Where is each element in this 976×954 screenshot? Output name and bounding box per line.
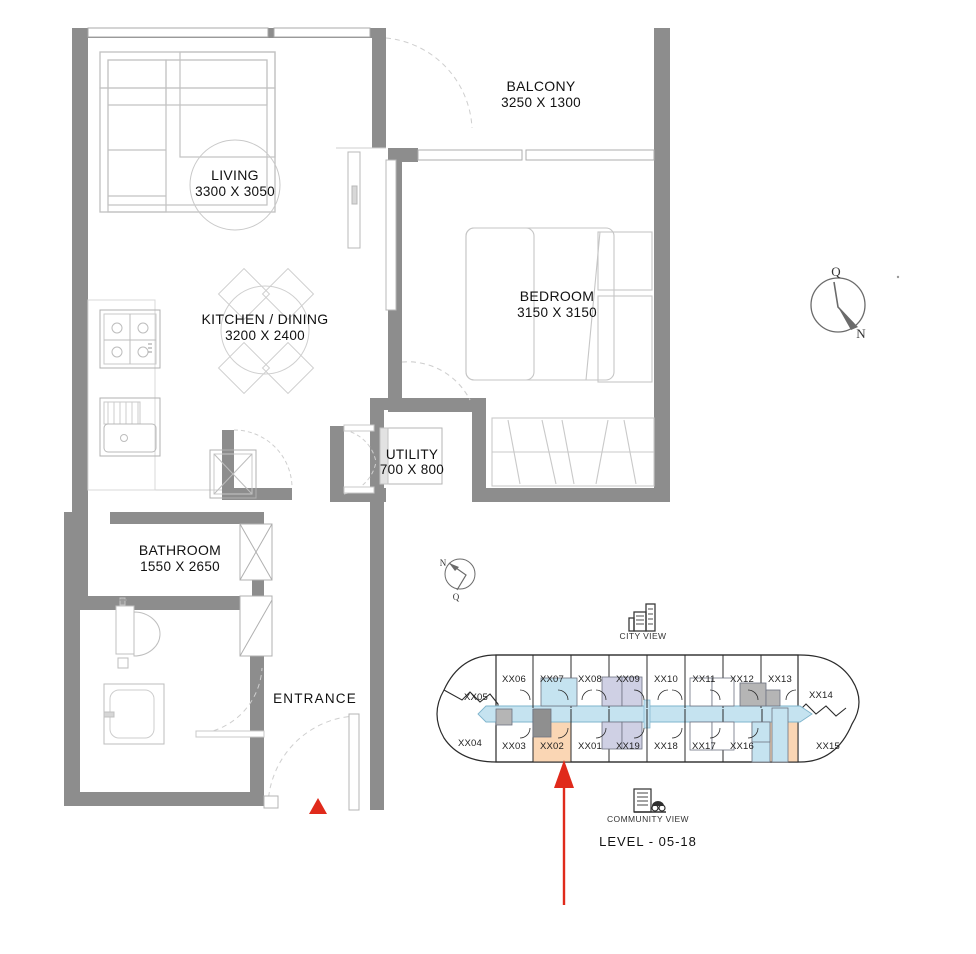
keyplan-unit-blocks — [495, 676, 789, 763]
window-top — [87, 27, 371, 38]
keyplan-unit-label-bottom-0[interactable]: XX03 — [502, 741, 526, 752]
keyplan-unit-label-xx14[interactable]: XX14 — [809, 690, 833, 701]
compass-main: Q N — [810, 264, 866, 341]
keyplan-unit-label-top-0[interactable]: XX06 — [502, 674, 526, 685]
balcony-glazing — [417, 149, 655, 161]
utility-area — [343, 424, 443, 495]
dining-set — [217, 267, 315, 395]
room-label-bedroom: BEDROOM — [520, 288, 594, 304]
city-view-label: CITY VIEW — [620, 631, 667, 641]
wardrobe — [491, 417, 655, 487]
keyplan-unit-label-top-7[interactable]: XX13 — [768, 674, 792, 685]
room-label-bathroom: BATHROOM — [139, 542, 221, 558]
sofa — [99, 51, 276, 213]
unit-location-marker — [309, 798, 327, 814]
keyplan-unit-label-xx04[interactable]: XX04 — [458, 738, 482, 749]
compass-keyplan-bottom-label: Q — [453, 592, 460, 602]
hall-closet — [239, 523, 273, 657]
community-view-label: COMMUNITY VIEW — [607, 814, 689, 824]
level-label: LEVEL - 05-18 — [599, 834, 697, 849]
entrance-zone — [263, 713, 360, 814]
keyplan-unit-label-top-4[interactable]: XX10 — [654, 674, 678, 685]
city-view-icon — [628, 603, 656, 632]
keyplan-unit-label-bottom-3[interactable]: XX19 — [616, 741, 640, 752]
room-label-balcony: BALCONY — [506, 78, 575, 94]
keyplan-unit-label-bottom-5[interactable]: XX17 — [692, 741, 716, 752]
entrance-label: ENTRANCE — [273, 691, 357, 706]
room-dims-kitchen: 3200 X 2400 — [225, 328, 305, 343]
living-room: LIVING 3300 X 3050 — [87, 27, 371, 231]
bedroom-area — [401, 227, 655, 487]
balcony-area — [336, 37, 655, 311]
kitchen-sink — [99, 397, 161, 457]
keyplan-unit-label-bottom-2[interactable]: XX01 — [578, 741, 602, 752]
keyplan-unit-label-top-3[interactable]: XX09 — [616, 674, 640, 685]
keyplan-unit-label-top-2[interactable]: XX08 — [578, 674, 602, 685]
room-label-living: LIVING — [211, 167, 259, 183]
toilet — [115, 597, 161, 657]
room-dims-bathroom: 1550 X 2650 — [140, 559, 220, 574]
compass-keyplan-top-label: N — [440, 558, 447, 568]
bathtub — [103, 683, 165, 745]
keyplan-door-arcs — [519, 689, 797, 739]
keyplan-unit-label-top-6[interactable]: XX12 — [730, 674, 754, 685]
keyplan-unit-label-bottom-1[interactable]: XX02 — [540, 741, 564, 752]
appliance-unit — [209, 449, 257, 499]
kitchen-area — [87, 267, 315, 499]
room-dims-balcony: 3250 X 1300 — [501, 95, 581, 110]
keyplan-unit-label-xx15[interactable]: XX15 — [816, 741, 840, 752]
keyplan-unit-label-top-1[interactable]: XX07 — [540, 674, 564, 685]
stove-hob — [99, 309, 161, 369]
room-dims-living: 3300 X 3050 — [195, 184, 275, 199]
compass-main-bottom-label: N — [856, 326, 866, 341]
keyplan-unit-label-bottom-4[interactable]: XX18 — [654, 741, 678, 752]
keyplan-unit-label-top-5[interactable]: XX11 — [692, 674, 715, 685]
keyplan-unit-label-xx05[interactable]: XX05 — [464, 692, 488, 703]
room-label-kitchen: KITCHEN / DINING — [202, 311, 329, 327]
room-label-utility: UTILITY — [386, 447, 438, 462]
keyplan-unit-label-bottom-6[interactable]: XX16 — [730, 741, 754, 752]
compass-main-top-label: Q — [831, 264, 841, 279]
room-dims-utility: 700 X 800 — [380, 462, 444, 477]
room-dims-bedroom: 3150 X 3150 — [517, 305, 597, 320]
sliding-door — [347, 151, 397, 311]
bathroom-area — [103, 523, 273, 745]
community-view-icon — [633, 788, 666, 813]
compass-keyplan: N Q — [440, 558, 476, 602]
current-unit-arrow — [554, 760, 574, 905]
keyplan: XX06 XX07 XX08 XX09 XX10 XX11 XX12 XX13 … — [436, 654, 860, 763]
